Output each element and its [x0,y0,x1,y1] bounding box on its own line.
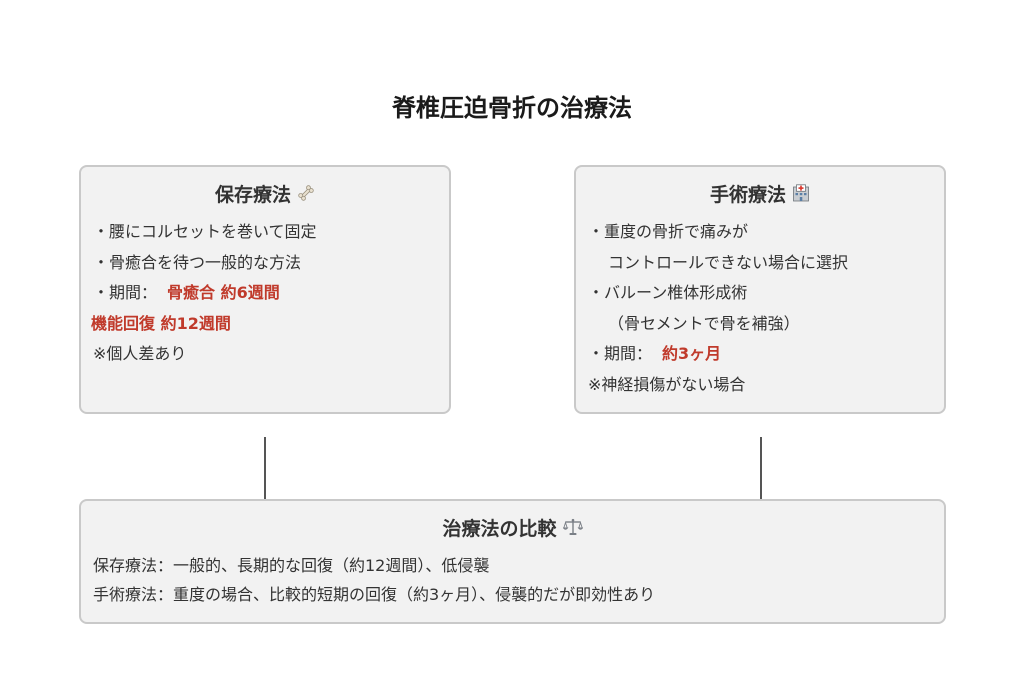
surgical-therapy-title: 手術療法 [709,184,786,206]
conservative-note: ※個人差あり [93,344,187,364]
surgical-bullet-indication-cont: コントロールできない場合に選択 [608,252,849,272]
comparison-conservative: 保存療法：一般的、長期的な回復（約12週間）、低侵襲 [93,556,490,575]
comparison-box: 治療法の比較 保存療法：一般的、長期的な回復（約12週間）、低侵襲 手術療法：重… [79,499,946,624]
conservative-therapy-title: 保存療法 [214,184,291,206]
conservative-period-row: ・期間： 骨癒合 約6週間 [93,278,449,309]
surgical-note: ※神経損傷がない場合 [588,374,746,394]
conservative-period-bone-union: 骨癒合 約6週間 [167,283,280,303]
surgical-period-value: 約3ヶ月 [662,344,722,364]
bone-icon [297,183,315,209]
comparison-surgical: 手術療法：重度の場合、比較的短期の回復（約3ヶ月）、侵襲的だが即効性あり [93,585,656,604]
conservative-period-function-recovery: 機能回復 約12週間 [91,313,231,333]
comparison-heading: 治療法の比較 [81,516,944,542]
surgical-bullet-procedure-cont: （骨セメントで骨を補強） [608,313,800,333]
conservative-bullet-method: ・骨癒合を待つ一般的な方法 [93,252,302,272]
surgical-period-row: ・期間： 約3ヶ月 [588,339,944,370]
surgical-bullet-indication: ・重度の骨折で痛みが [588,222,749,241]
connector-right [760,437,762,499]
conservative-period-label: ・期間： [93,283,158,303]
hospital-icon [792,183,810,209]
connector-left [264,437,266,499]
conservative-therapy-heading: 保存療法 [81,182,449,208]
comparison-title: 治療法の比較 [442,518,557,540]
diagram-title: 脊椎圧迫骨折の治療法 [392,94,632,122]
balance-scale-icon [562,517,583,543]
surgical-therapy-box: 手術療法 ・重度の骨折で痛みが コントロールできない場合に選択 ・バルーン椎体形… [574,165,946,414]
surgical-period-label: ・期間： [588,344,653,364]
surgical-bullet-procedure: ・バルーン椎体形成術 [588,283,748,303]
surgical-therapy-heading: 手術療法 [576,182,944,208]
conservative-bullet-fixation: ・腰にコルセットを巻いて固定 [93,222,317,241]
conservative-therapy-box: 保存療法 ・腰にコルセットを巻いて固定 ・骨癒合を待つ一般的な方法 ・期間： 骨癒… [79,165,451,414]
